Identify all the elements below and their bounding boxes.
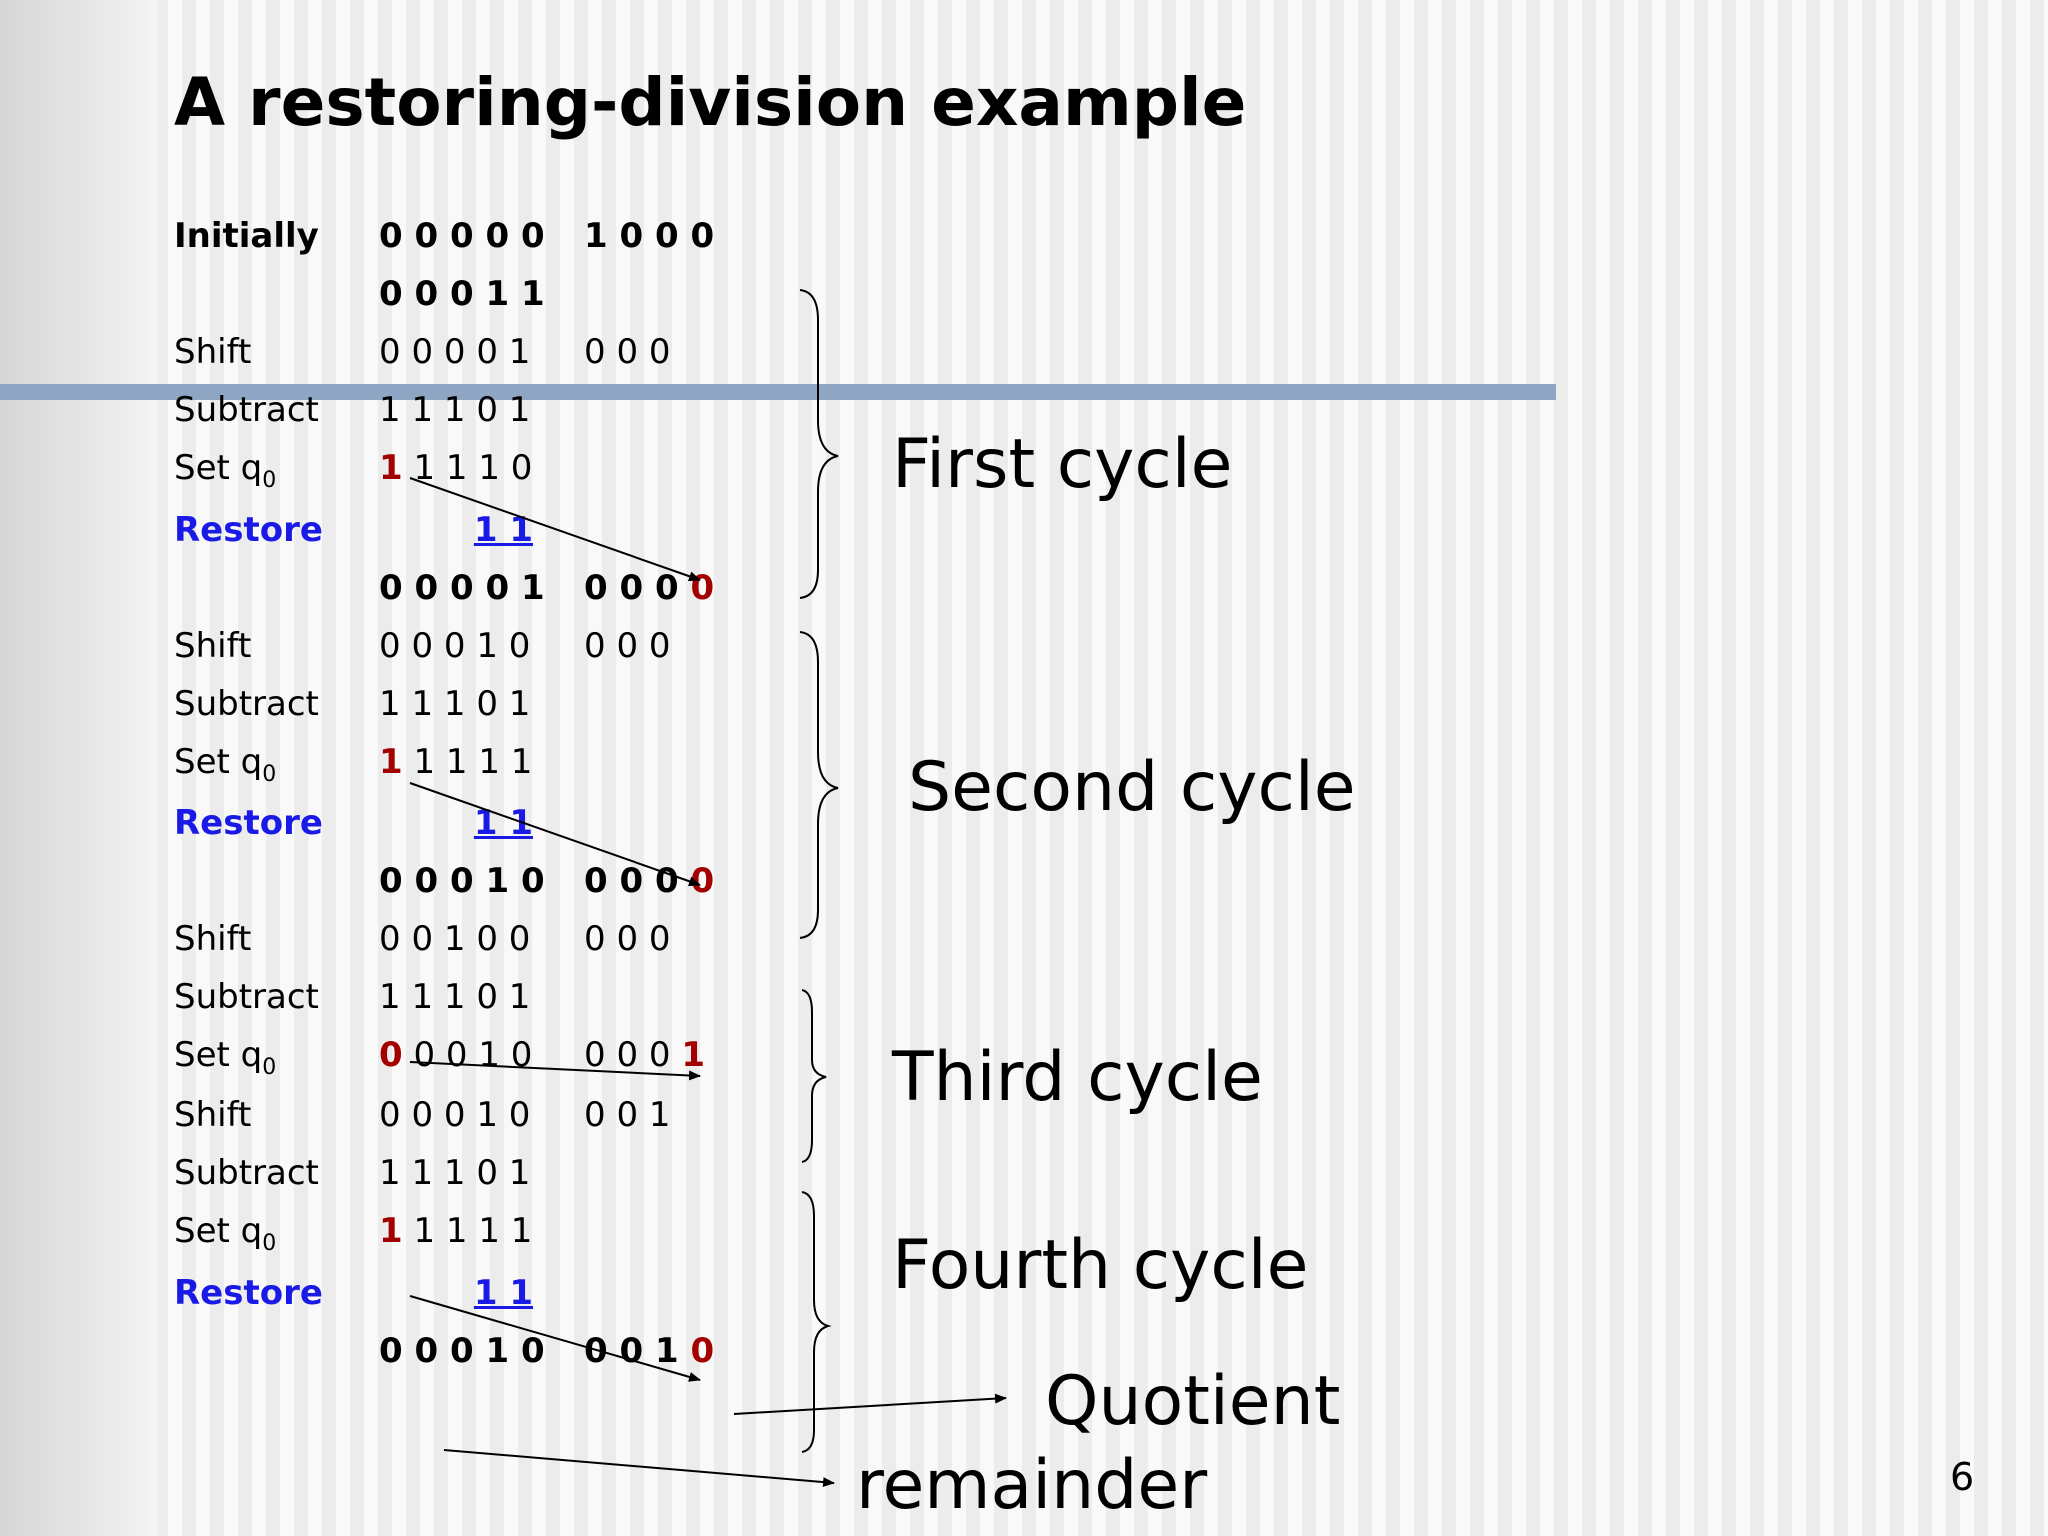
step-label: Shift — [174, 1095, 252, 1135]
register-a: 1 1 1 0 1 — [379, 1153, 531, 1193]
register-a: 0 0 0 1 0 — [379, 1095, 531, 1135]
q0-arrow-2 — [409, 782, 701, 887]
register-q: 0 0 1 — [584, 1095, 671, 1135]
step-label: Set q0 — [174, 448, 277, 493]
register-a: 1 1 1 0 1 — [379, 977, 531, 1017]
page-number: 6 — [1950, 1455, 1975, 1499]
q0-arrow-1 — [409, 477, 701, 582]
step-label: Set q0 — [174, 742, 277, 787]
register-a: 0 0 0 1 0 — [379, 861, 545, 901]
step-label: Subtract — [174, 684, 319, 724]
step-label: Set q0 — [174, 1211, 277, 1256]
sign-bit: 1 — [379, 1211, 403, 1251]
quotient-bit: 0 — [690, 1331, 715, 1371]
register-a: 1 1 1 0 1 — [379, 390, 531, 430]
slide-title: A restoring-division example — [174, 64, 1247, 141]
second-cycle-label: Second cycle — [908, 748, 1356, 827]
quotient-bit: 0 — [690, 861, 715, 901]
register-a: 0 0 0 0 1 — [379, 332, 531, 372]
quotient-bit: 1 — [681, 1035, 705, 1075]
register-q: 0 0 0 — [584, 332, 671, 372]
register-a: 1 1 1 1 1 — [379, 742, 533, 782]
step-label: Restore — [174, 1273, 323, 1313]
decorative-bar — [0, 384, 1556, 400]
sign-bit: 1 — [379, 742, 403, 782]
q0-arrow-3 — [409, 1061, 701, 1081]
register-a: 0 0 0 1 0 — [379, 626, 531, 666]
quotient-label: Quotient — [1045, 1362, 1341, 1441]
register-a: 0 0 0 1 0 — [379, 1035, 533, 1075]
step-label: Set q0 — [174, 1035, 277, 1080]
register-q: 0 0 0 — [584, 919, 671, 959]
step-label: Shift — [174, 626, 252, 666]
third-cycle-label: Third cycle — [892, 1038, 1263, 1117]
first-cycle-brace — [799, 289, 839, 599]
step-label: Subtract — [174, 1153, 319, 1193]
divisor-m: 0 0 0 1 1 — [379, 274, 545, 314]
register-a: 0 0 0 1 0 — [379, 1331, 545, 1371]
restore-value: 1 1 — [473, 1273, 533, 1313]
fourth-cycle-brace — [801, 1191, 832, 1453]
step-label: Subtract — [174, 390, 319, 430]
register-a: 1 1 1 1 0 — [379, 448, 533, 488]
sign-bit: 1 — [379, 448, 403, 488]
remainder-arrow — [443, 1449, 835, 1488]
fourth-cycle-label: Fourth cycle — [892, 1226, 1309, 1305]
first-cycle-label: First cycle — [892, 425, 1233, 504]
second-cycle-brace — [799, 631, 839, 939]
step-label: Shift — [174, 332, 252, 372]
sign-bit: 0 — [379, 1035, 403, 1075]
register-a: 0 0 0 0 0 — [379, 216, 545, 256]
register-q: 0 0 0 1 — [584, 1035, 705, 1075]
step-label: Restore — [174, 510, 323, 550]
quotient-arrow — [733, 1393, 1007, 1415]
register-a: 0 0 1 0 0 — [379, 919, 531, 959]
register-a: 1 1 1 1 1 — [379, 1211, 533, 1251]
step-label: Initially — [174, 216, 319, 256]
step-label: Shift — [174, 919, 252, 959]
step-label: Subtract — [174, 977, 319, 1017]
register-q: 0 0 0 0 — [584, 861, 715, 901]
restore-value: 1 1 — [473, 510, 533, 550]
register-q: 0 0 0 — [584, 626, 671, 666]
step-label: Restore — [174, 803, 323, 843]
register-q: 1 0 0 0 — [584, 216, 715, 256]
register-a: 1 1 1 0 1 — [379, 684, 531, 724]
q0-arrow-4 — [409, 1295, 701, 1382]
third-cycle-brace — [801, 989, 827, 1163]
register-a: 0 0 0 0 1 — [379, 568, 545, 608]
remainder-label: remainder — [856, 1446, 1208, 1525]
